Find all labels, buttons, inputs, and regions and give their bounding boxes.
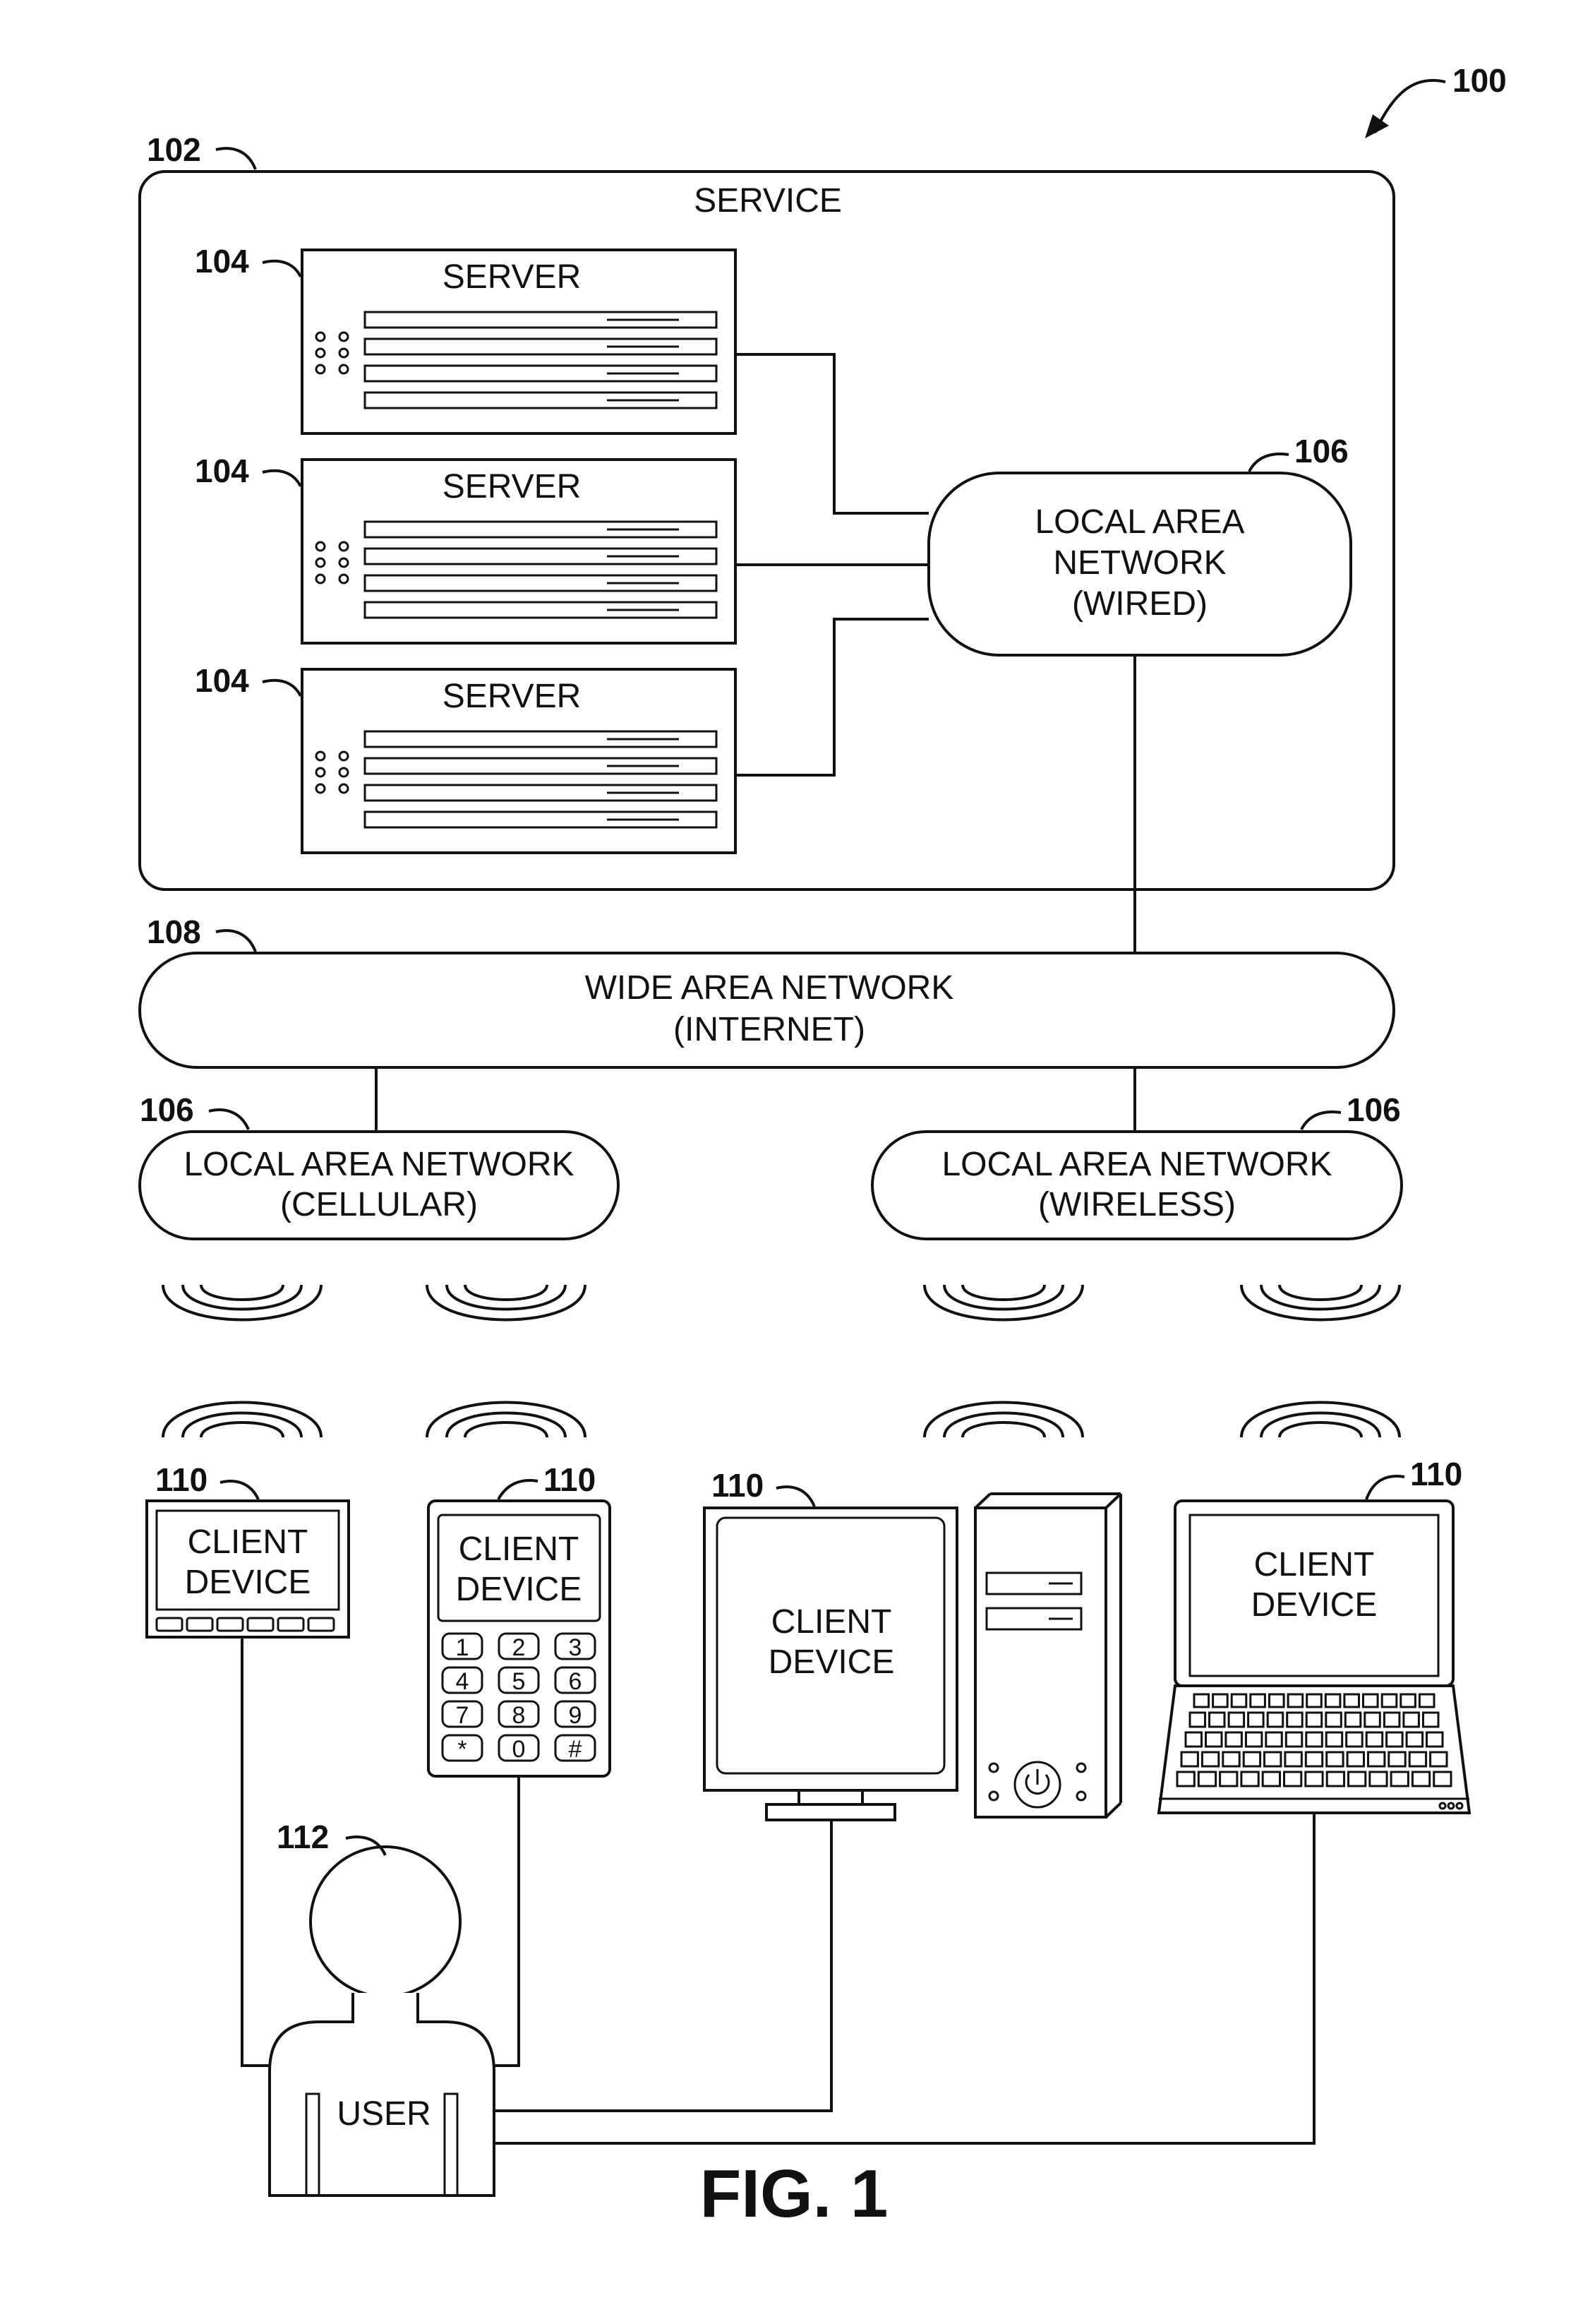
client-device-line-2: DEVICE: [185, 1564, 311, 1601]
wan-line-2: (INTERNET): [673, 1011, 865, 1048]
client-device-line-1: CLIENT: [459, 1531, 579, 1568]
connector-line: [494, 1776, 519, 2066]
client-device-desktop: CLIENT DEVICE 110: [704, 1467, 1121, 1820]
client-device-line-1: CLIENT: [188, 1523, 308, 1561]
server-ref: 104: [195, 453, 249, 489]
svg-text:6: 6: [569, 1668, 582, 1695]
svg-text:4: 4: [456, 1668, 469, 1695]
wan: WIDE AREA NETWORK (INTERNET) 108: [140, 914, 1394, 1067]
client-device-line-2: DEVICE: [769, 1643, 895, 1681]
user: USER 112: [270, 1819, 494, 2196]
user-body: [270, 1993, 494, 2196]
client-device-line-1: CLIENT: [771, 1603, 892, 1641]
lan-wired-line-1: LOCAL AREA: [1035, 503, 1244, 541]
client-device-ref: 110: [543, 1461, 596, 1498]
leader-line: [209, 1110, 248, 1130]
lan-cellular-line-1: LOCAL AREA NETWORK: [183, 1146, 574, 1183]
wan-line-1: WIDE AREA NETWORK: [585, 969, 954, 1007]
svg-text:*: *: [457, 1736, 467, 1763]
service-label: SERVICE: [694, 182, 842, 220]
client-device-ref: 110: [155, 1461, 207, 1498]
svg-text:5: 5: [512, 1668, 526, 1695]
svg-text:8: 8: [512, 1702, 526, 1729]
server-ref: 104: [195, 243, 249, 280]
lan-wireless-line-1: LOCAL AREA NETWORK: [941, 1146, 1332, 1183]
lan-cellular: LOCAL AREA NETWORK (CELLULAR) 106: [140, 1091, 618, 1239]
leader-line: [220, 1481, 258, 1499]
wireless-signal-icon: [1241, 1285, 1400, 1437]
wireless-signals: [163, 1285, 1400, 1437]
wireless-signal-icon: [925, 1285, 1083, 1437]
leader-line: [1301, 1112, 1341, 1130]
svg-text:7: 7: [456, 1702, 469, 1729]
wan-ref: 108: [147, 914, 201, 950]
leader-line: [1366, 1476, 1404, 1499]
wireless-signal-icon: [427, 1285, 585, 1437]
lan-cellular-line-2: (CELLULAR): [280, 1186, 478, 1223]
monitor-stand: [766, 1804, 895, 1820]
lan-wireless-line-2: (WIRELESS): [1038, 1186, 1236, 1223]
arrowhead: [1365, 114, 1389, 138]
server-label: SERVER: [443, 258, 582, 296]
svg-text:9: 9: [569, 1702, 582, 1729]
client-device-line-2: DEVICE: [456, 1571, 582, 1608]
figure-reference: 100: [1365, 62, 1507, 138]
server-ref: 104: [195, 662, 249, 699]
leader-line: [498, 1480, 538, 1499]
client-device-laptop: CLIENT DEVICE 110: [1159, 1456, 1469, 1813]
lan-wired-ref: 106: [1294, 433, 1349, 469]
svg-text:1: 1: [456, 1634, 469, 1661]
connector-line: [494, 1820, 831, 2111]
client-device-ref: 110: [1410, 1456, 1462, 1492]
svg-text:#: #: [569, 1736, 582, 1763]
laptop-base: [1159, 1686, 1469, 1813]
svg-text:0: 0: [512, 1736, 526, 1763]
client-device-tablet: CLIENT DEVICE 110: [147, 1461, 349, 1637]
leader-line: [216, 930, 255, 952]
user-head: [311, 1847, 460, 1996]
svg-text:2: 2: [512, 1634, 526, 1661]
client-device-line-1: CLIENT: [1254, 1546, 1375, 1583]
client-device-ref: 110: [711, 1467, 764, 1504]
lan-wireless: LOCAL AREA NETWORK (WIRELESS) 106: [872, 1091, 1402, 1239]
connector-line: [494, 1813, 1314, 2143]
wireless-signal-icon: [163, 1285, 321, 1437]
svg-text:3: 3: [569, 1634, 582, 1661]
connector-line: [242, 1637, 270, 2066]
lan-cellular-ref: 106: [140, 1091, 194, 1128]
figure-caption: FIG. 1: [700, 2156, 889, 2232]
computer-tower: [975, 1494, 1121, 1817]
server-label: SERVER: [443, 468, 582, 505]
user-ref: 112: [277, 1819, 329, 1855]
client-device-phone: CLIENT DEVICE 1 2 3 4 5 6 7 8 9 * 0 # 11…: [428, 1461, 610, 1776]
leader-line: [776, 1487, 814, 1507]
server-label: SERVER: [443, 678, 582, 715]
lan-wired-line-3: (WIRED): [1072, 585, 1208, 623]
lan-wired-line-2: NETWORK: [1053, 544, 1226, 582]
leader-line: [216, 148, 255, 169]
user-label: USER: [337, 2095, 431, 2133]
service-ref: 102: [147, 131, 201, 168]
figure-number: 100: [1452, 62, 1507, 99]
client-device-line-2: DEVICE: [1251, 1586, 1378, 1624]
lan-wireless-ref: 106: [1347, 1091, 1401, 1128]
